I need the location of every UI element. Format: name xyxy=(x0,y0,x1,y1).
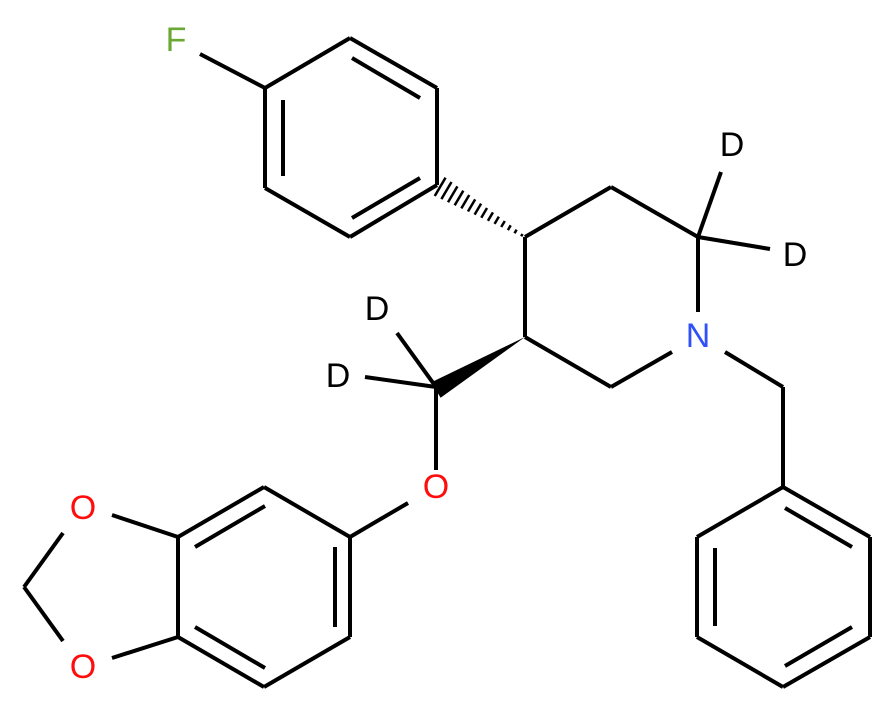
hash-stroke xyxy=(473,203,483,216)
hash-stroke xyxy=(440,181,453,200)
nitrogen-label: N xyxy=(686,317,711,355)
methylene-bonds xyxy=(348,331,438,539)
ether-oxygen-label: O xyxy=(423,468,449,506)
deuterium-label: D xyxy=(365,290,390,328)
fluorophenyl-ring xyxy=(199,36,439,239)
hash-stroke xyxy=(460,194,471,210)
hash-stroke xyxy=(520,233,524,237)
hash-stroke xyxy=(466,198,477,213)
hash-stroke xyxy=(486,211,495,222)
bold-wedge-bond xyxy=(431,337,525,398)
hash-stroke xyxy=(513,229,518,234)
fluorine-label: F xyxy=(166,21,187,59)
hash-stroke xyxy=(500,220,506,228)
hash-stroke xyxy=(480,207,489,219)
dioxole-oxygen-top-label: O xyxy=(70,489,96,527)
hash-stroke xyxy=(506,224,512,231)
deuterium-label: D xyxy=(720,126,745,164)
piperidine-ring xyxy=(523,171,771,389)
hash-stroke xyxy=(453,190,465,206)
hash-stroke xyxy=(493,216,500,225)
c-f-bond xyxy=(199,52,266,90)
deuterium-label: D xyxy=(326,357,351,395)
deuterium-label: D xyxy=(783,236,808,274)
benzyl-group xyxy=(695,350,872,689)
benzodioxole-group xyxy=(22,485,352,689)
hashed-wedge-bond xyxy=(433,177,524,237)
hash-stroke xyxy=(446,185,459,203)
hash-stroke xyxy=(433,177,447,197)
dioxole-oxygen-bottom-label: O xyxy=(70,648,96,686)
